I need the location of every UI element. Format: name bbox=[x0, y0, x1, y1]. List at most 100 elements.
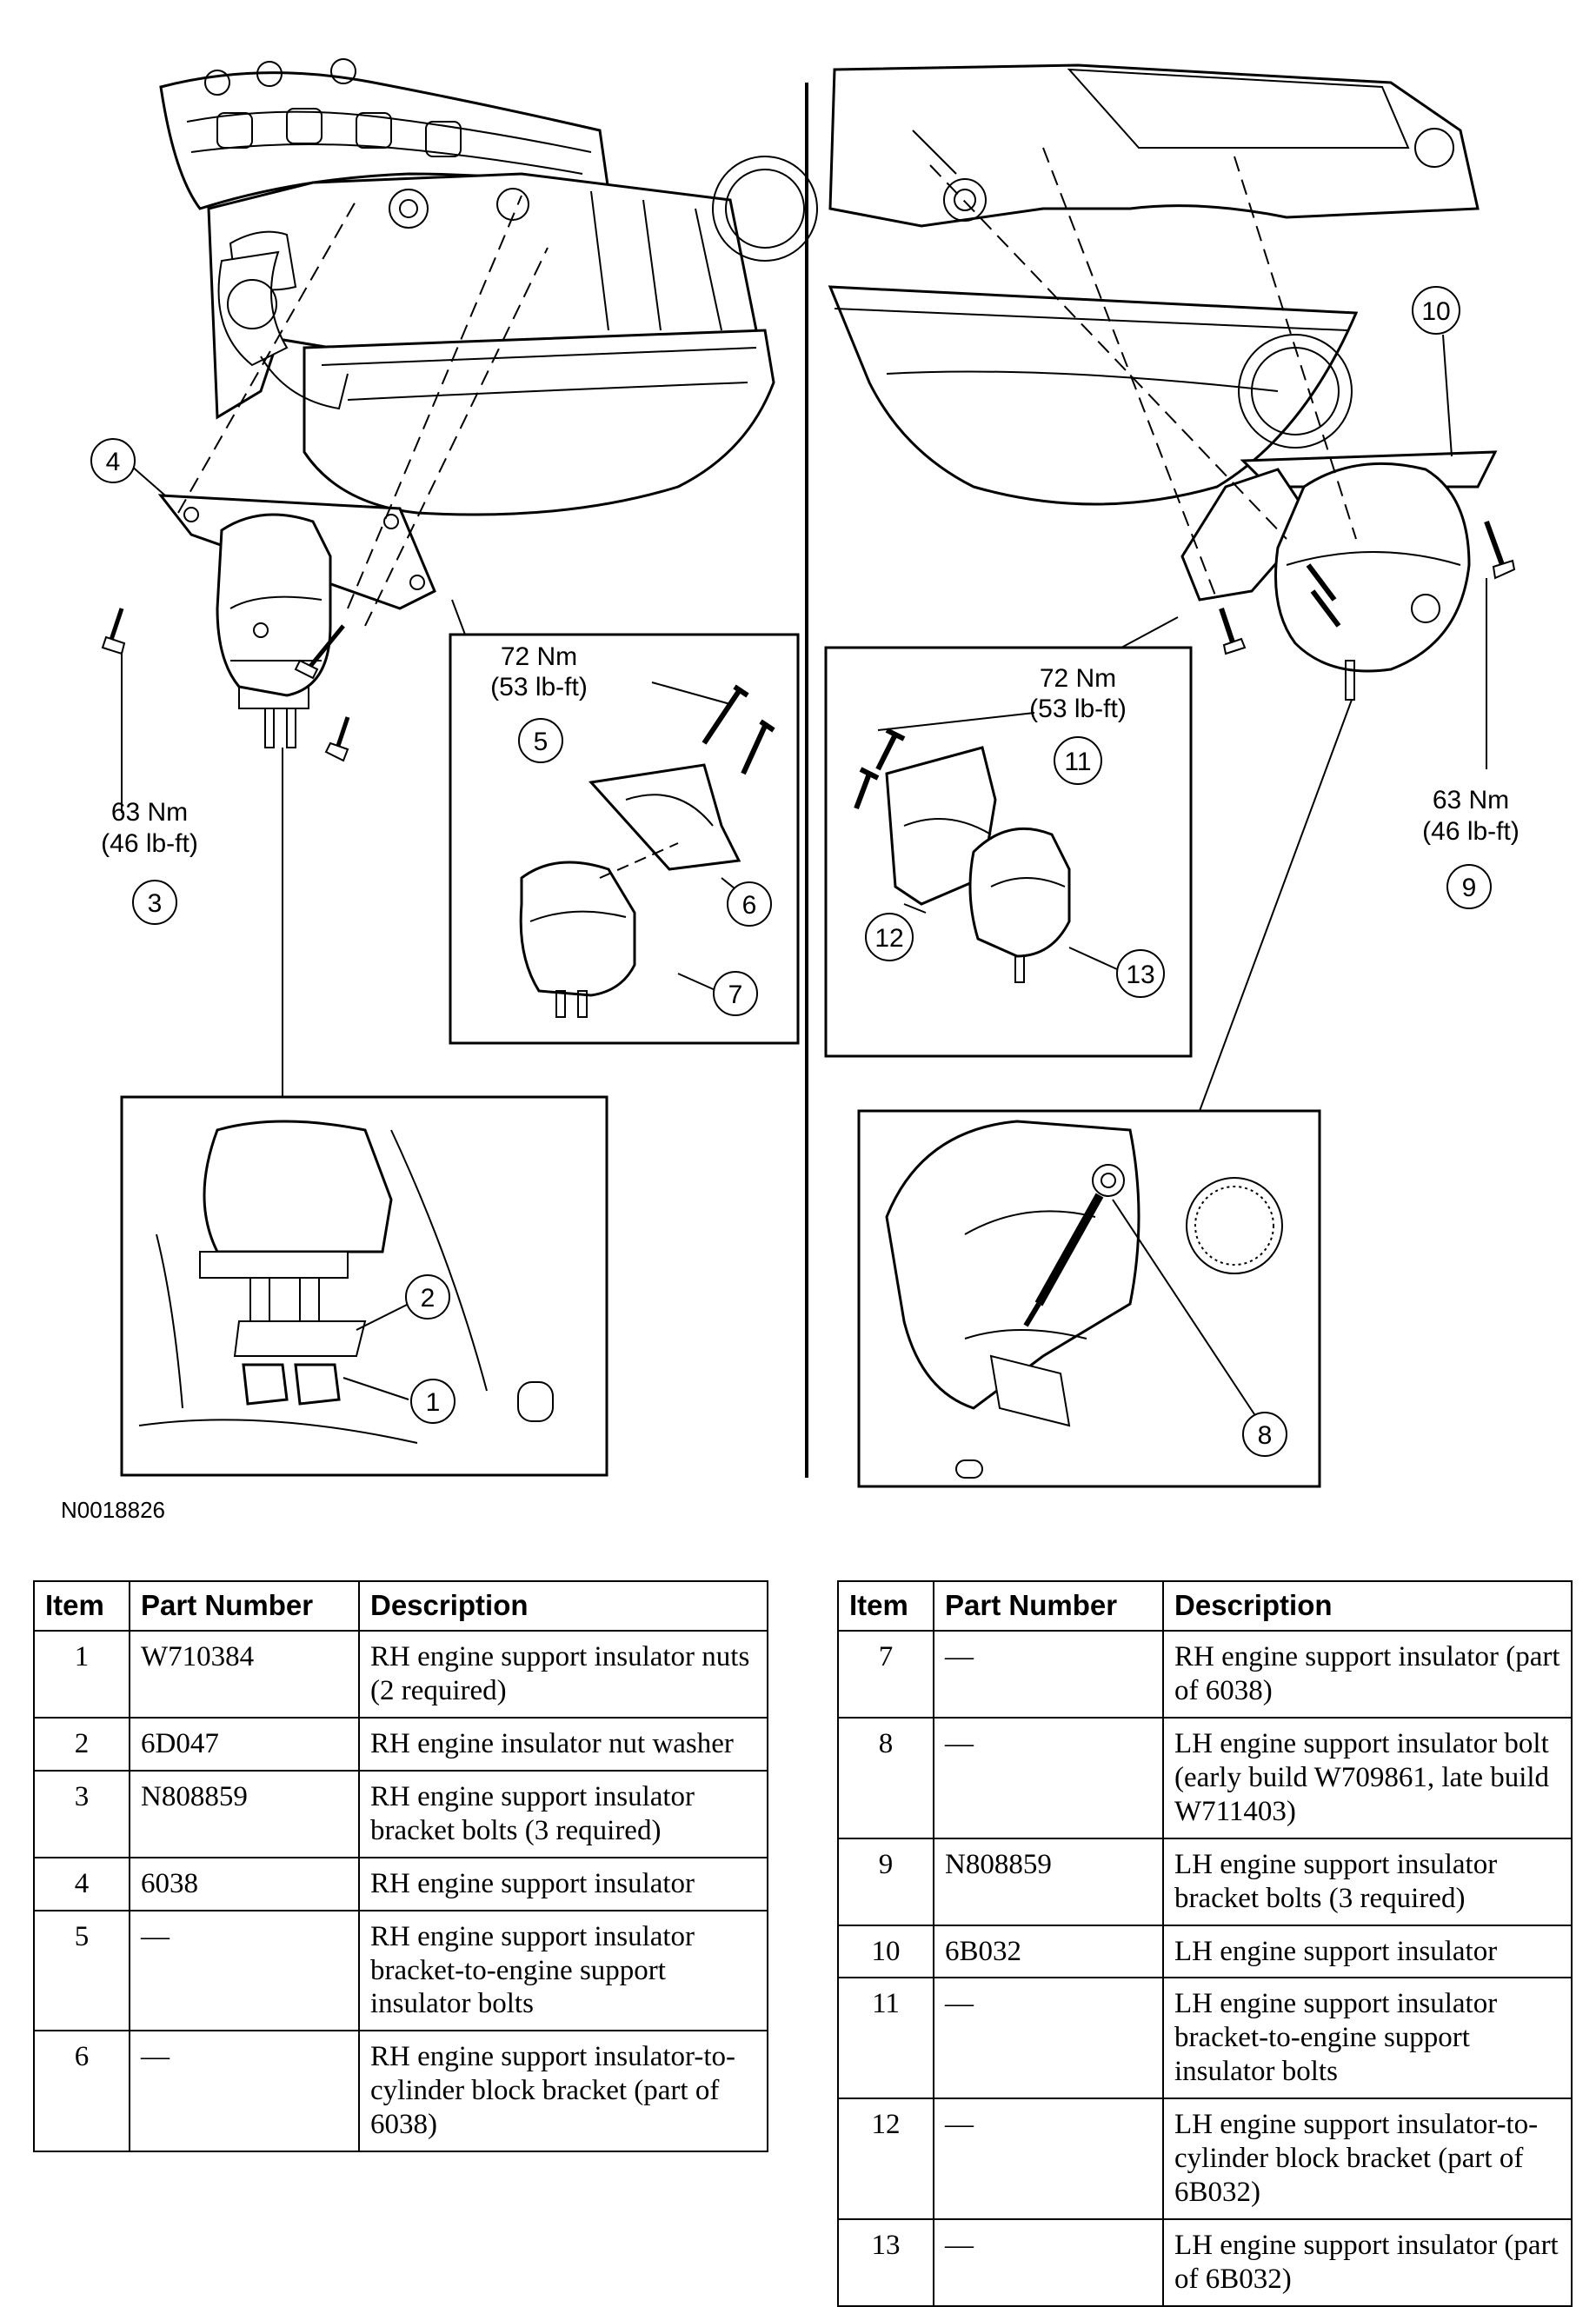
header-part-number: Part Number bbox=[129, 1580, 360, 1632]
callout-6: 6 bbox=[727, 881, 772, 927]
table-row: 13 — LH engine support insulator (part o… bbox=[837, 2218, 1573, 2307]
callout-5: 5 bbox=[518, 718, 563, 763]
cell-item: 4 bbox=[33, 1856, 130, 1911]
cell-part: 6038 bbox=[129, 1856, 360, 1911]
callout-4: 4 bbox=[90, 438, 136, 483]
cell-item: 7 bbox=[837, 1629, 934, 1719]
cell-desc: RH engine support insulator bracket-to-e… bbox=[358, 1909, 768, 2032]
torque-left-box-nm: 72 Nm bbox=[501, 642, 577, 671]
callout-6-label: 6 bbox=[742, 891, 757, 920]
lh-bracket-inset bbox=[824, 646, 1193, 1058]
callout-2: 2 bbox=[405, 1274, 450, 1320]
callout-12-label: 12 bbox=[874, 924, 903, 953]
callout-12: 12 bbox=[865, 913, 914, 961]
cell-part: — bbox=[933, 1629, 1164, 1719]
cell-part: N808859 bbox=[933, 1837, 1164, 1926]
cell-desc: RH engine insulator nut washer bbox=[358, 1716, 768, 1772]
callout-2-label: 2 bbox=[421, 1284, 436, 1313]
cell-desc: LH engine support insulator bracket-to-e… bbox=[1162, 1977, 1573, 2100]
cell-desc: LH engine support insulator bbox=[1162, 1924, 1573, 1979]
cell-item: 10 bbox=[837, 1924, 934, 1979]
table-row: 6 — RH engine support insulator-to-cylin… bbox=[33, 2030, 768, 2153]
callout-11-label: 11 bbox=[1064, 748, 1091, 776]
table-row: 11 — LH engine support insulator bracket… bbox=[837, 1977, 1573, 2100]
table-row: 12 — LH engine support insulator-to-cyli… bbox=[837, 2098, 1573, 2221]
cell-desc: LH engine support insulator (part of 6B0… bbox=[1162, 2218, 1573, 2307]
cell-desc: RH engine support insulator bracket bolt… bbox=[358, 1769, 768, 1858]
rh-nut-inset bbox=[120, 1095, 608, 1477]
header-description: Description bbox=[358, 1580, 768, 1632]
parts-table-left: Item Part Number Description 1 W710384 R… bbox=[33, 1580, 768, 2153]
cell-part: — bbox=[933, 2098, 1164, 2221]
torque-left-small-lbft: (46 lb-ft) bbox=[101, 829, 198, 858]
cell-desc: LH engine support insulator bolt (early … bbox=[1162, 1716, 1573, 1839]
cell-desc: RH engine support insulator bbox=[358, 1856, 768, 1911]
callout-1-label: 1 bbox=[426, 1388, 441, 1417]
parts-table-right: Item Part Number Description 7 — RH engi… bbox=[837, 1580, 1573, 2307]
cell-desc: LH engine support insulator bracket bolt… bbox=[1162, 1837, 1573, 1926]
rh-engine-illustration bbox=[101, 58, 818, 762]
cell-part: — bbox=[129, 1909, 360, 2032]
table-row: 9 N808859 LH engine support insulator br… bbox=[837, 1837, 1573, 1926]
torque-left-small-nm: 63 Nm bbox=[111, 798, 188, 827]
torque-right-small-nm: 63 Nm bbox=[1433, 786, 1509, 814]
cell-desc: RH engine support insulator nuts (2 requ… bbox=[358, 1629, 768, 1719]
rh-bracket-inset bbox=[449, 633, 800, 1045]
callout-10-label: 10 bbox=[1421, 297, 1450, 326]
cell-item: 6 bbox=[33, 2030, 130, 2153]
callout-5-label: 5 bbox=[534, 728, 549, 756]
cell-part: — bbox=[933, 1977, 1164, 2100]
torque-right-box-nm: 72 Nm bbox=[1040, 664, 1116, 693]
callout-8-label: 8 bbox=[1258, 1421, 1273, 1450]
callout-8: 8 bbox=[1242, 1412, 1287, 1457]
cell-item: 11 bbox=[837, 1977, 934, 2100]
cell-desc: RH engine support insulator (part of 603… bbox=[1162, 1629, 1573, 1719]
cell-item: 12 bbox=[837, 2098, 934, 2221]
cell-desc: LH engine support insulator-to-cylinder … bbox=[1162, 2098, 1573, 2221]
callout-3: 3 bbox=[132, 880, 177, 925]
callout-9-label: 9 bbox=[1462, 874, 1477, 902]
cell-item: 1 bbox=[33, 1629, 130, 1719]
lh-bolt-inset bbox=[857, 1109, 1321, 1488]
cell-desc: RH engine support insulator-to-cylinder … bbox=[358, 2030, 768, 2153]
header-description: Description bbox=[1162, 1580, 1573, 1632]
torque-right-box-lbft: (53 lb-ft) bbox=[1029, 695, 1127, 723]
callout-4-label: 4 bbox=[106, 448, 121, 476]
cell-part: 6B032 bbox=[933, 1924, 1164, 1979]
lh-engine-illustration bbox=[828, 63, 1516, 701]
torque-labels: 63 Nm (46 lb-ft) 72 Nm (53 lb-ft) 72 Nm … bbox=[101, 642, 1520, 858]
cell-item: 9 bbox=[837, 1837, 934, 1926]
callout-3-label: 3 bbox=[148, 889, 163, 918]
callout-13: 13 bbox=[1116, 949, 1165, 998]
table-row: 4 6038 RH engine support insulator bbox=[33, 1856, 768, 1911]
cell-item: 3 bbox=[33, 1769, 130, 1858]
callout-1: 1 bbox=[410, 1379, 456, 1424]
callout-9: 9 bbox=[1446, 864, 1492, 909]
callout-11: 11 bbox=[1054, 736, 1102, 785]
cell-item: 8 bbox=[837, 1716, 934, 1839]
table-row: 2 6D047 RH engine insulator nut washer bbox=[33, 1716, 768, 1772]
cell-part: — bbox=[129, 2030, 360, 2153]
table-row: 8 — LH engine support insulator bolt (ea… bbox=[837, 1716, 1573, 1839]
figure-id: N0018826 bbox=[61, 1497, 165, 1523]
table-row: 3 N808859 RH engine support insulator br… bbox=[33, 1769, 768, 1858]
cell-part: N808859 bbox=[129, 1769, 360, 1858]
callout-10: 10 bbox=[1412, 286, 1460, 335]
table-header-row: Item Part Number Description bbox=[837, 1580, 1573, 1632]
callout-7-label: 7 bbox=[728, 981, 743, 1009]
engine-mount-diagram: 1 2 3 4 5 6 7 8 9 10 11 12 bbox=[90, 58, 1520, 1488]
callout-7: 7 bbox=[713, 971, 758, 1016]
cell-part: — bbox=[933, 1716, 1164, 1839]
cell-item: 5 bbox=[33, 1909, 130, 2032]
table-header-row: Item Part Number Description bbox=[33, 1580, 768, 1632]
cell-part: 6D047 bbox=[129, 1716, 360, 1772]
torque-right-small-lbft: (46 lb-ft) bbox=[1422, 817, 1520, 846]
table-row: 10 6B032 LH engine support insulator bbox=[837, 1924, 1573, 1979]
table-row: 5 — RH engine support insulator bracket-… bbox=[33, 1909, 768, 2032]
callout-13-label: 13 bbox=[1126, 961, 1154, 989]
table-row: 7 — RH engine support insulator (part of… bbox=[837, 1629, 1573, 1719]
cell-part: — bbox=[933, 2218, 1164, 2307]
cell-item: 2 bbox=[33, 1716, 130, 1772]
header-item: Item bbox=[33, 1580, 130, 1632]
table-row: 1 W710384 RH engine support insulator nu… bbox=[33, 1629, 768, 1719]
